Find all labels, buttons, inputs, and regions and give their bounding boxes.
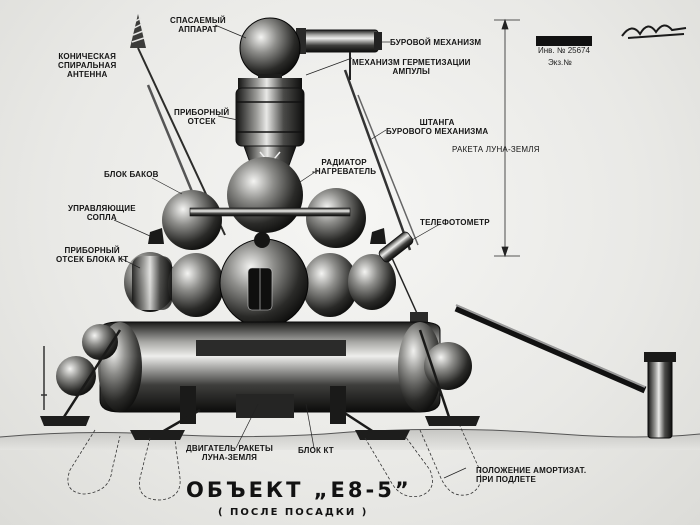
- label-telephotometer: ТЕЛЕФОТОМЕТР: [420, 218, 490, 227]
- return-capsule: [239, 17, 301, 79]
- label-kt-instrument-bay: ПРИБОРНЫЙ ОТСЕК БЛОКА КТ: [56, 246, 129, 264]
- drill-mechanism: [296, 28, 382, 80]
- copy-number: Экз.№: [548, 58, 572, 67]
- drill-boom: [343, 69, 412, 251]
- kt-block: [98, 321, 442, 424]
- cross-bar: [189, 207, 351, 217]
- label-shock-absorber-position: ПОЛОЖЕНИЕ АМОРТИЗАТ. ПРИ ПОДЛЕТЕ: [476, 466, 587, 484]
- inventory-stamp: Инв. № 25674: [538, 46, 590, 55]
- label-kt-block: БЛОК КТ: [298, 446, 334, 455]
- inventory-number: 25674: [567, 46, 590, 55]
- label-drill-mechanism: БУРОВОЙ МЕХАНИЗМ: [390, 38, 482, 47]
- label-drill-boom: ШТАНГА БУРОВОГО МЕХАНИЗМА: [386, 118, 489, 136]
- label-instrument-bay: ПРИБОРНЫЙ ОТСЕК: [174, 108, 230, 126]
- tank-block: [124, 252, 396, 317]
- control-nozzle: [148, 228, 164, 244]
- rocket-dimension-line: [494, 18, 520, 258]
- label-rocket-moon-earth: РАКЕТА ЛУНА-ЗЕМЛЯ: [452, 145, 540, 154]
- shock-absorber-approach-position: [67, 425, 482, 501]
- drawing-title: ОБЪЕКТ „Е8-5”: [186, 478, 412, 502]
- leader-lines: [113, 24, 467, 479]
- inventory-label: Инв. №: [538, 46, 566, 55]
- label-tank-block: БЛОК БАКОВ: [104, 170, 159, 179]
- label-control-nozzles: УПРАВЛЯЮЩИЕ СОПЛА: [68, 204, 136, 222]
- redaction-bar: [536, 36, 592, 46]
- tank-sphere: [162, 190, 222, 250]
- drawing-subtitle: ( ПОСЛЕ ПОСАДКИ ): [218, 507, 369, 518]
- signature: [621, 24, 687, 39]
- label-return-capsule: СПАСАЕМЫЙ АППАРАТ: [170, 16, 226, 34]
- instrument-bay: [235, 78, 305, 169]
- label-antenna: КОНИЧЕСКАЯ СПИРАЛЬНАЯ АНТЕННА: [58, 52, 117, 79]
- deployed-drill: [454, 304, 676, 439]
- lunar-surface: [0, 429, 700, 450]
- label-engine: ДВИГАТЕЛЬ РАКЕТЫ ЛУНА-ЗЕМЛЯ: [186, 444, 273, 462]
- label-radiator: РАДИАТОР -НАГРЕВАТЕЛЬ: [312, 158, 377, 176]
- label-sealing-mechanism: МЕХАНИЗМ ГЕРМЕТИЗАЦИИ АМПУЛЫ: [352, 58, 471, 76]
